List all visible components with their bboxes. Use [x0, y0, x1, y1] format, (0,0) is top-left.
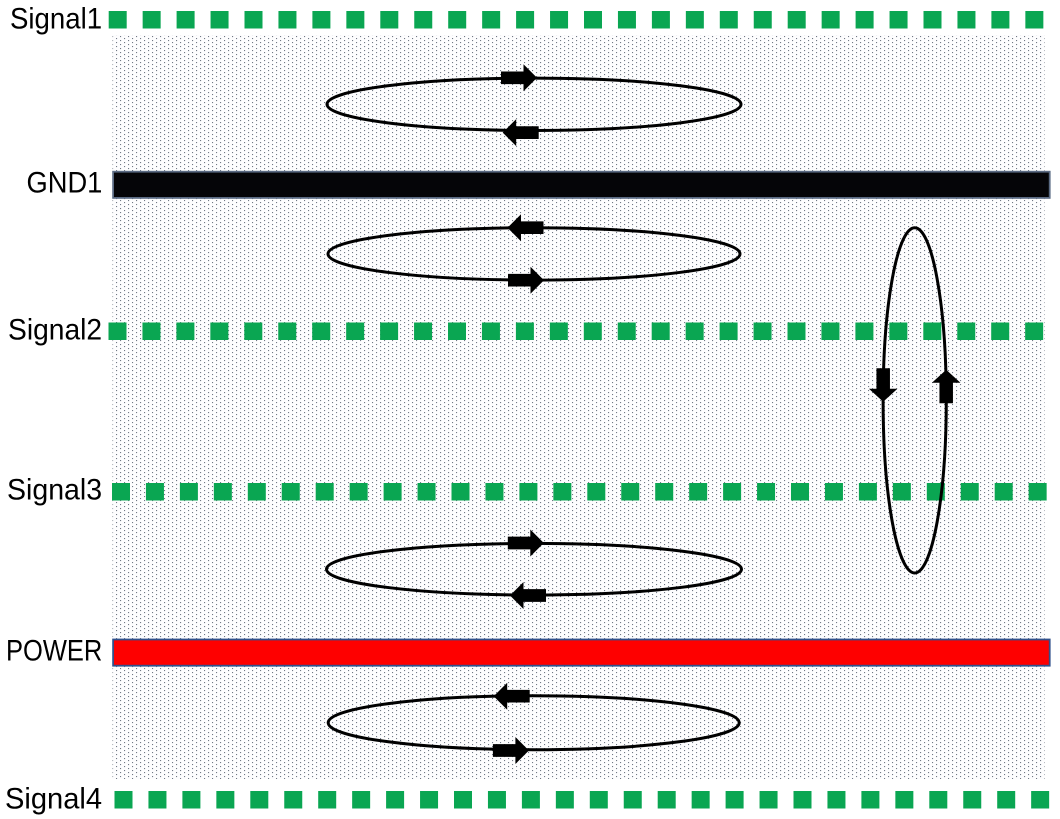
loop-vertical-signal2-signal3: [868, 226, 961, 575]
loop-power-signal4-arrow-right: [492, 737, 529, 764]
loop-signal3-power: [325, 529, 743, 609]
loop-vertical-signal2-signal3-arrow-up: [931, 369, 961, 404]
loop-signal1-gnd1-arrow-right: [501, 64, 537, 92]
layer-label-signal3: Signal3: [6, 473, 102, 507]
loop-vertical-signal2-signal3-arrow-down: [868, 368, 898, 402]
loop-power-signal4: [326, 682, 741, 764]
loop-signal1-gnd1: [325, 64, 743, 147]
loop-signal3-power-arrow-right: [507, 529, 544, 557]
loop-power-signal4-arrow-left: [493, 682, 530, 710]
loop-signal1-gnd1-arrow-left: [502, 119, 539, 147]
loop-gnd1-signal2: [326, 214, 742, 294]
layer-label-signal4: Signal4: [4, 782, 102, 816]
layer-label-signal2: Signal2: [7, 313, 102, 347]
loop-gnd1-signal2-arrow-left: [507, 214, 544, 242]
layer-label-signal1: Signal1: [9, 2, 102, 36]
loop-gnd1-signal2-arrow-right: [508, 266, 544, 294]
layer-label-power: POWER: [5, 634, 102, 668]
layer-label-gnd1: GND1: [26, 166, 102, 200]
layer-bar-power: [112, 638, 1051, 667]
loop-signal3-power-arrow-left: [510, 582, 546, 609]
loop-power-signal4-ellipse: [326, 694, 741, 752]
layer-bar-gnd1: [112, 170, 1051, 199]
dielectric-body: [112, 35, 1045, 779]
